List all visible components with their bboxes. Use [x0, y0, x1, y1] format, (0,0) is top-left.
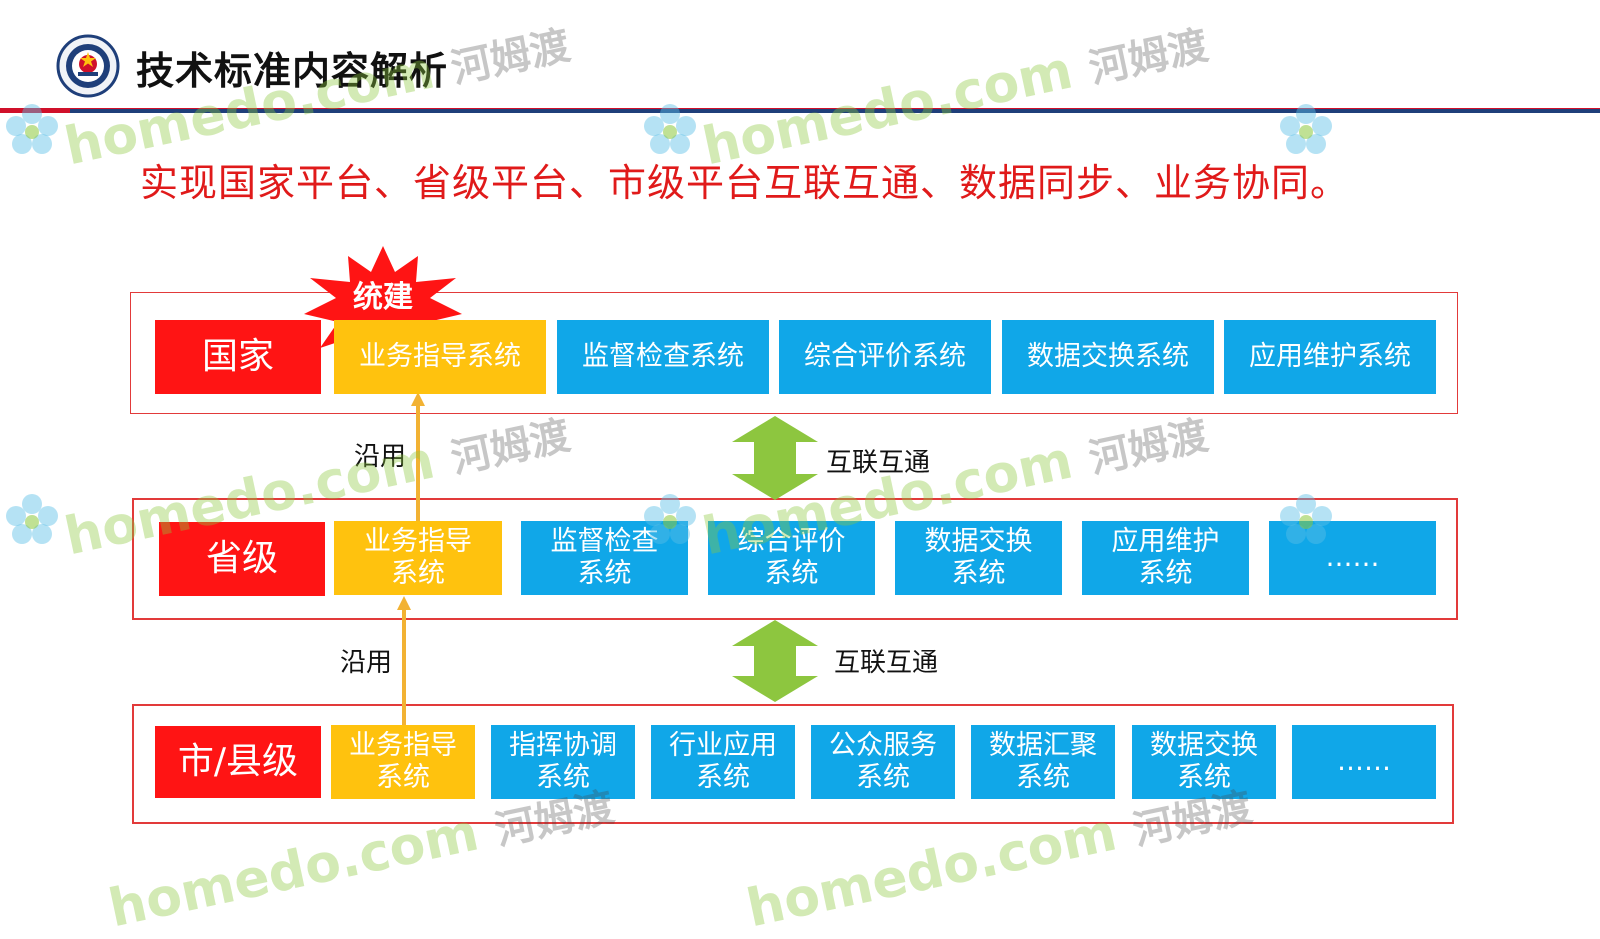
reuse-label-upper: 沿用	[354, 442, 407, 472]
up-arrow-icon	[397, 596, 411, 728]
city-system-2-label: 指挥协调 系统	[509, 729, 617, 793]
national-system-4[interactable]: 数据交换系统	[1002, 320, 1214, 394]
national-system-2[interactable]: 监督检查系统	[557, 320, 769, 394]
header-rule-blue	[70, 109, 1600, 113]
national-system-1[interactable]: 业务指导系统	[334, 320, 546, 394]
double-arrow-icon	[732, 620, 818, 702]
city-system-more-label: ……	[1337, 745, 1391, 777]
city-system-5[interactable]: 数据汇聚 系统	[971, 725, 1115, 799]
city-tier-frame	[132, 704, 1454, 824]
level-provincial: 省级	[159, 522, 325, 596]
header-rule-accent	[0, 108, 70, 113]
subtitle: 实现国家平台、省级平台、市级平台互联互通、数据同步、业务协同。	[140, 161, 1350, 205]
city-system-4-label: 公众服务 系统	[829, 729, 937, 793]
national-tier-frame	[130, 292, 1458, 414]
level-city: 市/县级	[155, 726, 321, 798]
city-system-6[interactable]: 数据交换 系统	[1132, 725, 1276, 799]
provincial-system-3-label: 综合评价 系统	[737, 525, 846, 589]
burst-star-icon	[304, 246, 462, 372]
city-system-1[interactable]: 业务指导 系统	[331, 725, 475, 799]
reuse-label-lower: 沿用	[340, 648, 393, 678]
national-system-5[interactable]: 应用维护系统	[1224, 320, 1436, 394]
provincial-system-4-label: 数据交换 系统	[924, 525, 1033, 589]
provincial-system-more[interactable]: ……	[1269, 521, 1436, 595]
level-national: 国家	[155, 320, 321, 394]
interconnect-label-lower: 互联互通	[834, 648, 939, 678]
provincial-system-4[interactable]: 数据交换 系统	[895, 521, 1062, 595]
city-system-3[interactable]: 行业应用 系统	[651, 725, 795, 799]
emblem-icon	[56, 34, 120, 98]
city-system-2[interactable]: 指挥协调 系统	[491, 725, 635, 799]
provincial-system-3[interactable]: 综合评价 系统	[708, 521, 875, 595]
interconnect-label-upper: 互联互通	[826, 448, 931, 478]
provincial-system-2-label: 监督检查 系统	[550, 525, 659, 589]
provincial-system-2[interactable]: 监督检查 系统	[521, 521, 688, 595]
provincial-tier-frame	[132, 498, 1458, 620]
city-system-5-label: 数据汇聚 系统	[989, 729, 1097, 793]
city-system-4[interactable]: 公众服务 系统	[811, 725, 955, 799]
provincial-system-5[interactable]: 应用维护 系统	[1082, 521, 1249, 595]
city-system-more[interactable]: ……	[1292, 725, 1436, 799]
city-system-6-label: 数据交换 系统	[1150, 729, 1258, 793]
provincial-system-1-label: 业务指导 系统	[364, 525, 472, 589]
page-title: 技术标准内容解析	[136, 49, 449, 93]
city-system-1-label: 业务指导 系统	[349, 729, 457, 793]
provincial-system-5-label: 应用维护 系统	[1111, 525, 1220, 589]
provincial-system-1[interactable]: 业务指导 系统	[334, 521, 502, 595]
diagram-overlay	[304, 246, 818, 728]
provincial-system-more-label: ……	[1325, 541, 1380, 573]
burst-label: 统建	[353, 280, 413, 315]
national-system-3[interactable]: 综合评价系统	[779, 320, 991, 394]
double-arrow-icon	[732, 416, 818, 500]
city-system-3-label: 行业应用 系统	[669, 729, 777, 793]
up-arrow-icon	[411, 392, 425, 524]
